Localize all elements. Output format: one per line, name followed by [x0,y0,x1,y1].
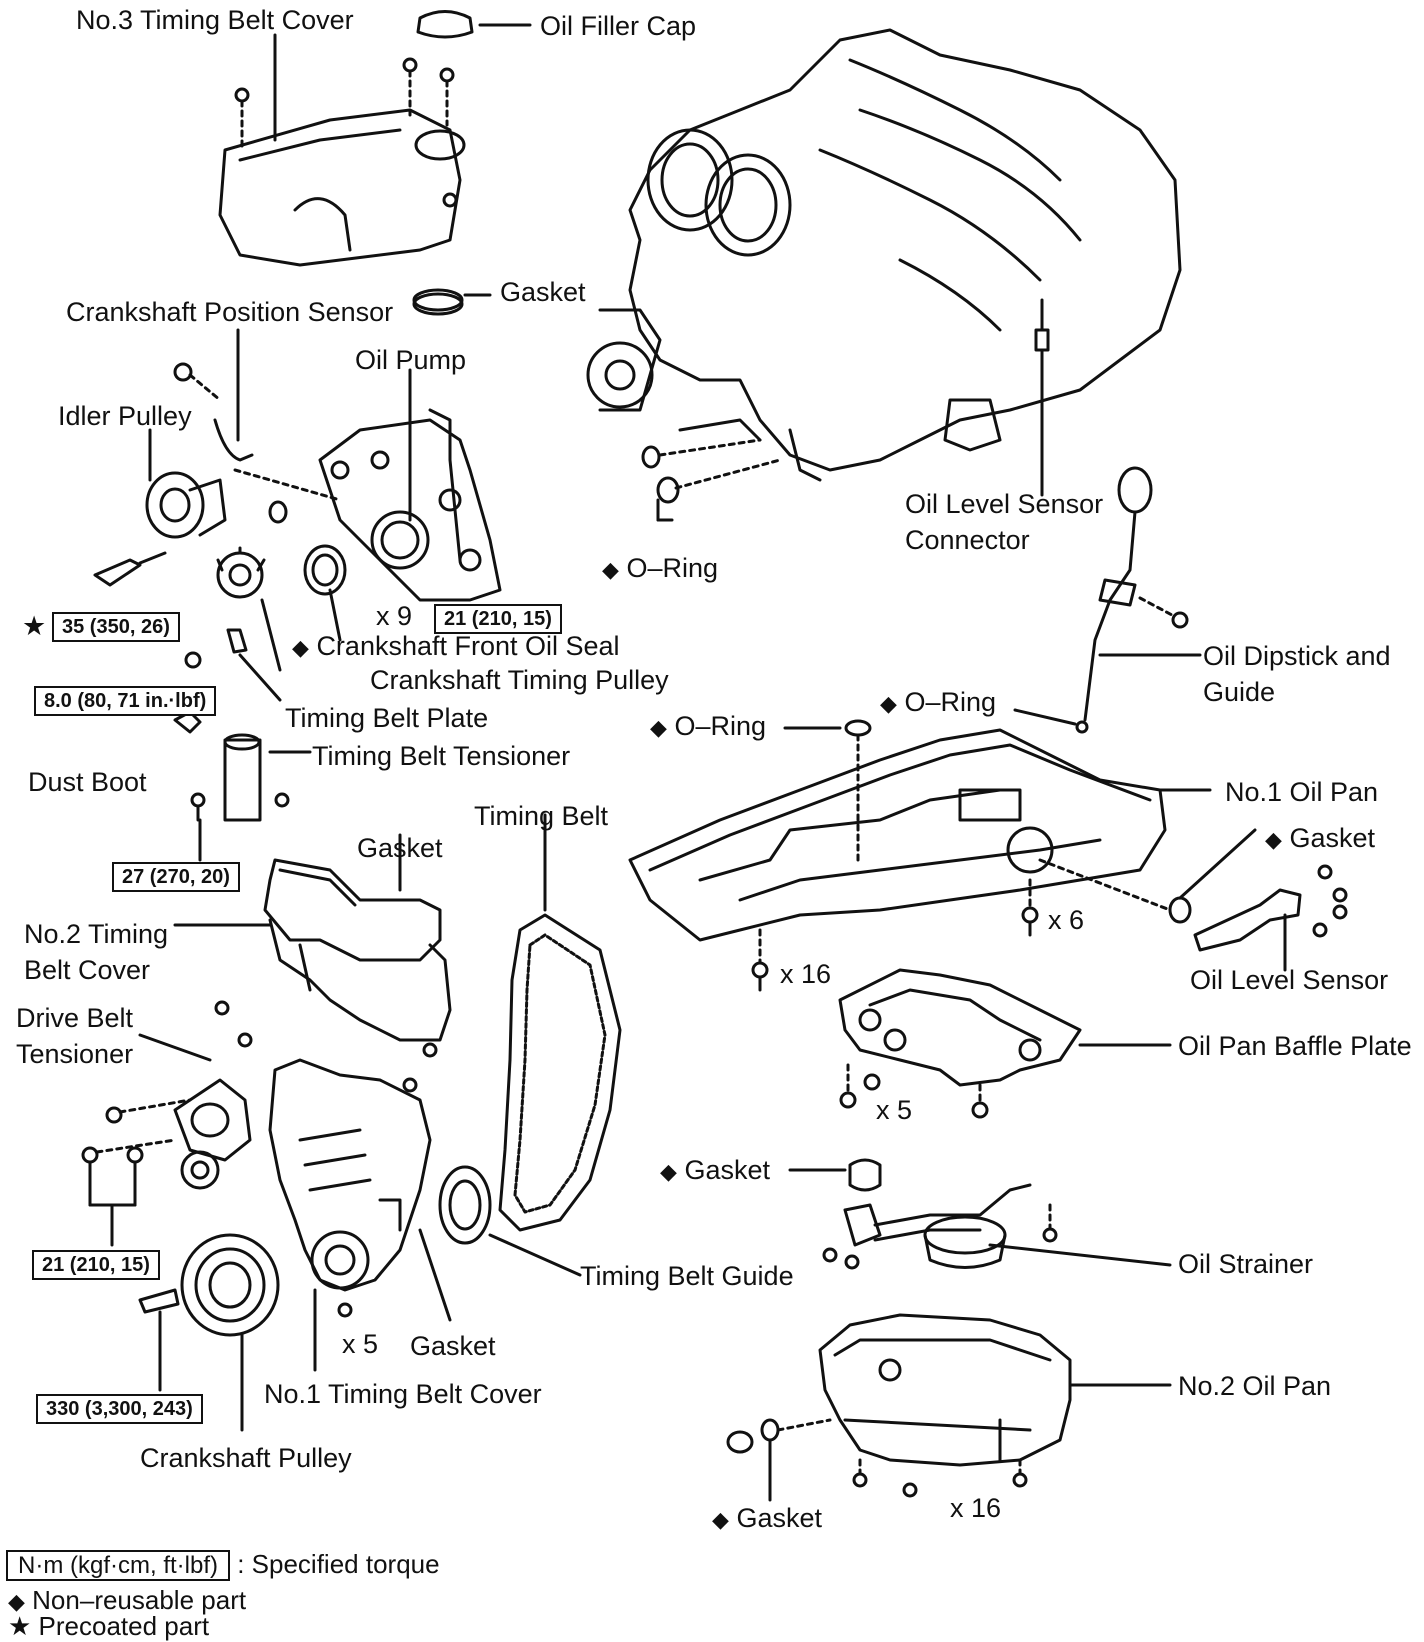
label-drive-belt-tensioner-1: Drive Belt [16,1003,134,1033]
qty-oil-pan-bolts-16: x 16 [780,959,832,989]
label-oil-dipstick-2: Guide [1203,677,1276,707]
o-rings-pan [783,708,1077,862]
label-oil-dipstick-1: Oil Dipstick and [1203,641,1391,671]
gasket-ring [412,288,492,316]
oil-filler-cap [416,10,532,39]
label-gasket-right-text: Gasket [1289,823,1375,853]
non-reusable-diamond-icon: ◆ [602,557,619,582]
label-no3-timing-belt-cover: No.3 Timing Belt Cover [76,5,354,35]
label-crankshaft-front-oil-seal-text: Crankshaft Front Oil Seal [316,631,620,661]
qty-oil-pan2-bolts: x 16 [950,1493,1002,1523]
label-oil-level-sensor: Oil Level Sensor [1190,965,1389,995]
torque-timing-belt-plate-bolt: 8.0 (80, 71 in.·lbf) [34,686,217,716]
label-gasket-top: Gasket [500,277,586,307]
label-crankshaft-pulley: Crankshaft Pulley [140,1443,352,1473]
label-oil-filler-cap: Oil Filler Cap [540,11,697,41]
label-timing-belt: Timing Belt [474,801,609,831]
label-gasket-bottom: Gasket [410,1331,496,1361]
label-o-ring-left: ◆ O–Ring [650,710,766,744]
label-no1-oil-pan: No.1 Oil Pan [1225,777,1379,807]
engine-block [586,28,1182,482]
qty-cover-bolts: x 5 [342,1329,379,1359]
label-o-ring-left-text: O–Ring [674,711,766,741]
non-reusable-diamond-icon: ◆ [712,1507,729,1532]
label-crankshaft-front-oil-seal: ◆ Crankshaft Front Oil Seal [292,630,620,664]
legend-precoated: ★ Precoated part [8,1610,209,1642]
qty-baffle-nuts: x 5 [876,1095,913,1125]
legend-nonreusable-text: Non–reusable part [32,1585,247,1615]
label-crankshaft-timing-pulley: Crankshaft Timing Pulley [370,665,669,695]
label-oil-level-sensor-connector-1: Oil Level Sensor [905,489,1104,519]
label-o-ring-mid-text: O–Ring [904,687,996,717]
non-reusable-diamond-icon: ◆ [1265,827,1282,852]
precoated-star-icon: ★ [22,611,47,641]
label-gasket-drain: ◆ Gasket [712,1502,822,1536]
no2-oil-pan [726,1313,1172,1502]
label-no2-timing-belt-cover-1: No.2 Timing [24,919,169,949]
precoated-star-icon: ★ [8,1611,32,1641]
legend-torque-desc: : Specified torque [237,1549,440,1579]
label-oil-strainer: Oil Strainer [1178,1249,1314,1279]
label-o-ring-top: ◆ O–Ring [602,552,718,586]
label-gasket-strainer-text: Gasket [684,1155,770,1185]
torque-oil-pump-bolts: 21 (210, 15) [434,604,562,634]
label-no2-oil-pan: No.2 Oil Pan [1178,1371,1332,1401]
oil-strainer [788,1158,1172,1270]
crankshaft-position-sensor [173,328,254,462]
qty-oil-pan-bolts-6: x 6 [1048,905,1085,935]
non-reusable-diamond-icon: ◆ [880,691,897,716]
torque-crankshaft-pulley-bolt: 330 (3,300, 243) [36,1394,203,1424]
label-no1-timing-belt-cover: No.1 Timing Belt Cover [264,1379,542,1409]
non-reusable-diamond-icon: ◆ [660,1159,677,1184]
label-oil-pump: Oil Pump [355,345,467,375]
label-timing-belt-guide: Timing Belt Guide [580,1261,794,1291]
label-o-ring-top-text: O–Ring [626,553,718,583]
torque-tensioner-bolts: 27 (270, 20) [112,862,240,892]
torque-idler-bolt: 35 (350, 26) [52,612,180,642]
o-rings-top [641,438,782,522]
label-gasket-mid: Gasket [357,833,443,863]
oil-pump [318,368,502,602]
no1-oil-pan [628,728,1212,992]
crankshaft-pulley [138,1233,280,1432]
oil-dipstick [1075,466,1202,734]
label-drive-belt-tensioner-2: Tensioner [16,1039,134,1069]
no3-timing-belt-cover [218,57,466,267]
label-timing-belt-plate: Timing Belt Plate [285,703,489,733]
label-o-ring-mid: ◆ O–Ring [880,686,996,720]
tensioner-assembly [173,628,290,862]
legend-nonreusable: ◆ Non–reusable part [8,1584,246,1618]
qty-oil-pump-bolts: x 9 [376,601,413,631]
non-reusable-diamond-icon: ◆ [292,635,309,660]
timing-belt [498,813,622,1232]
idler-pulley [93,428,342,587]
legend-precoated-text: Precoated part [38,1611,210,1641]
label-gasket-strainer: ◆ Gasket [660,1154,770,1188]
label-gasket-right: ◆ Gasket [1265,822,1375,856]
no2-timing-belt-cover [214,858,452,1093]
legend-torque-box: N·m (kgf·cm, ft·lbf) [6,1550,230,1581]
oil-level-sensor [1168,828,1348,972]
label-no2-timing-belt-cover-2: Belt Cover [24,955,151,985]
torque-drive-belt-tensioner-bolts: 21 (210, 15) [32,1250,160,1280]
label-timing-belt-tensioner: Timing Belt Tensioner [312,741,571,771]
non-reusable-diamond-icon: ◆ [650,715,667,740]
label-idler-pulley: Idler Pulley [58,401,192,431]
label-gasket-drain-text: Gasket [736,1503,822,1533]
non-reusable-diamond-icon: ◆ [8,1589,25,1614]
legend-torque: N·m (kgf·cm, ft·lbf) : Specified torque [6,1548,440,1582]
timing-belt-guide [438,1165,582,1277]
label-oil-level-sensor-connector-2: Connector [905,525,1030,555]
no1-timing-belt-cover [268,1058,432,1318]
label-crankshaft-position-sensor: Crankshaft Position Sensor [66,297,394,327]
drive-belt-tensioner [81,1078,252,1247]
label-oil-pan-baffle-plate: Oil Pan Baffle Plate [1178,1031,1412,1061]
oil-pan-baffle-plate [838,968,1172,1119]
crankshaft-timing-pulley [216,544,347,599]
label-dust-boot: Dust Boot [28,767,147,797]
